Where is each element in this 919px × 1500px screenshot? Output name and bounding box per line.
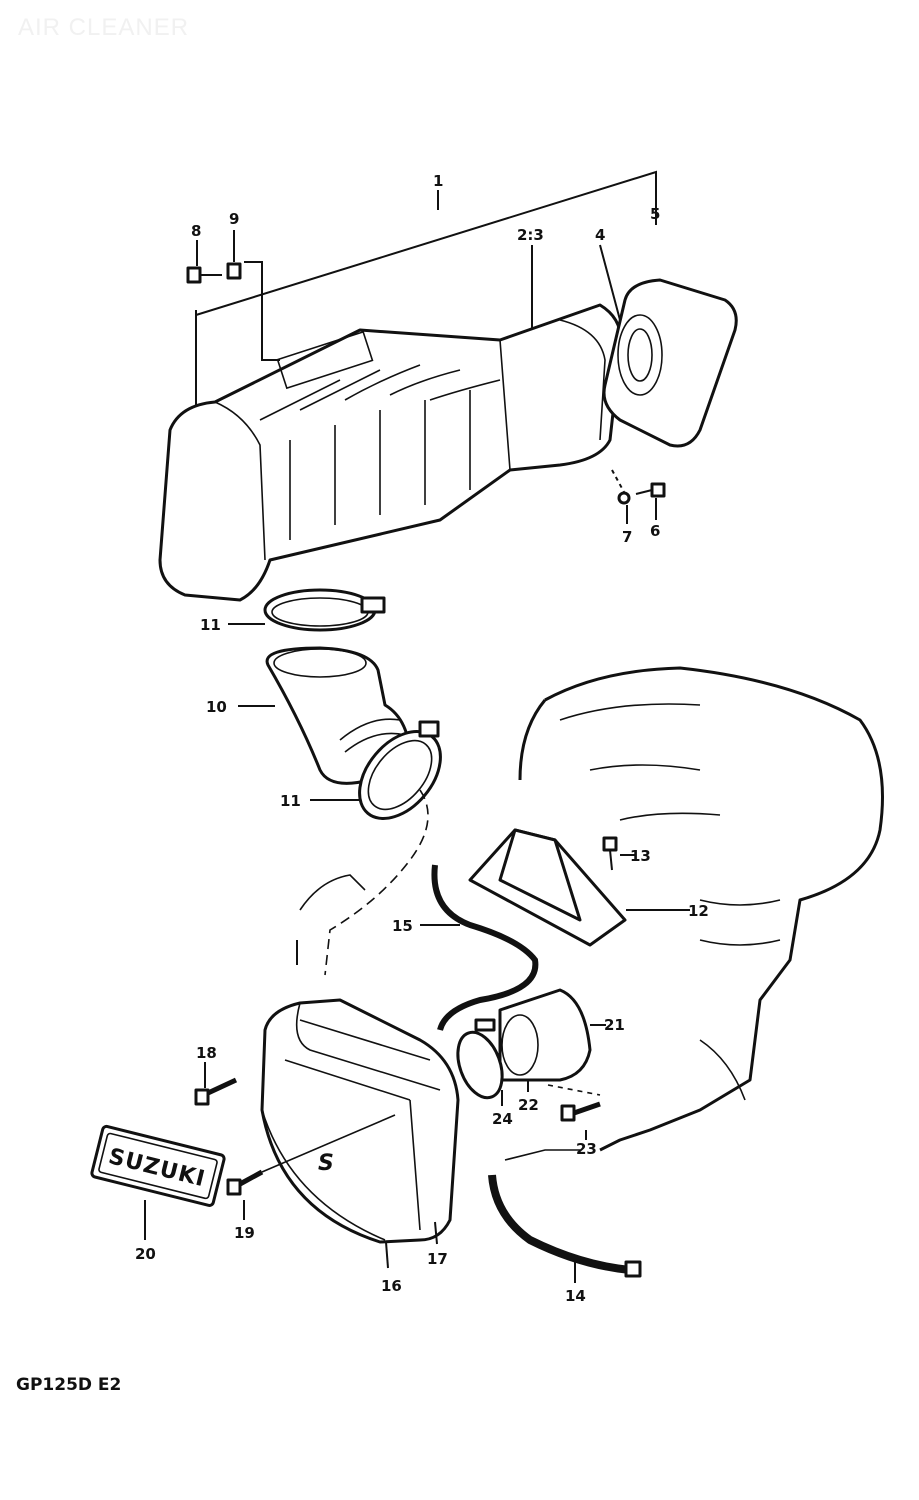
label-10: 10 (206, 698, 227, 716)
label-12: 12 (688, 902, 709, 920)
part-14-hose (488, 1174, 642, 1283)
part-11-clamp-lower (310, 720, 442, 820)
label-1: 1 (433, 172, 443, 190)
part-21-22-24-carb-joint (456, 988, 606, 1106)
assembly-bracket-lines (195, 170, 657, 410)
label-2-3: 2:3 (517, 226, 544, 244)
part-20-emblem: SUZUKI (90, 1124, 226, 1207)
label-9: 9 (229, 210, 239, 228)
cover-letter: S (318, 1151, 334, 1176)
label-21: 21 (604, 1016, 625, 1034)
engine-outline (518, 666, 884, 1152)
model-code: GP125D E2 (16, 1375, 122, 1395)
label-4: 4 (595, 226, 605, 244)
label-7: 7 (622, 528, 632, 546)
part-11-clamp-upper (228, 588, 386, 632)
air-cleaner-case (158, 303, 623, 602)
diagram-title: AIR CLEANER (18, 14, 190, 41)
label-23: 23 (576, 1140, 597, 1158)
part-16-17-cover: S (260, 998, 460, 1269)
part-15-hose (296, 789, 539, 1031)
part-12-intake-duct (468, 828, 690, 947)
screws-18-19 (194, 1062, 396, 1220)
label-8: 8 (191, 222, 201, 240)
label-22: 22 (518, 1096, 539, 1114)
leader-4 (599, 244, 621, 321)
label-11-upper: 11 (200, 616, 221, 634)
label-14: 14 (565, 1287, 586, 1305)
label-16: 16 (381, 1277, 402, 1295)
bolts-small (186, 230, 666, 524)
label-13: 13 (630, 847, 651, 865)
part-number-labels: 1 5 8 9 2:3 4 6 7 11 10 11 13 12 15 18 2… (135, 172, 709, 1305)
part-5-cap (602, 278, 738, 448)
part-23-bolt (504, 1101, 601, 1161)
label-24: 24 (492, 1110, 513, 1128)
label-6: 6 (650, 522, 660, 540)
label-17: 17 (427, 1250, 448, 1268)
label-5: 5 (650, 205, 660, 223)
label-15: 15 (392, 917, 413, 935)
label-18: 18 (196, 1044, 217, 1062)
label-20: 20 (135, 1245, 156, 1263)
label-19: 19 (234, 1224, 255, 1242)
label-11-lower: 11 (280, 792, 301, 810)
